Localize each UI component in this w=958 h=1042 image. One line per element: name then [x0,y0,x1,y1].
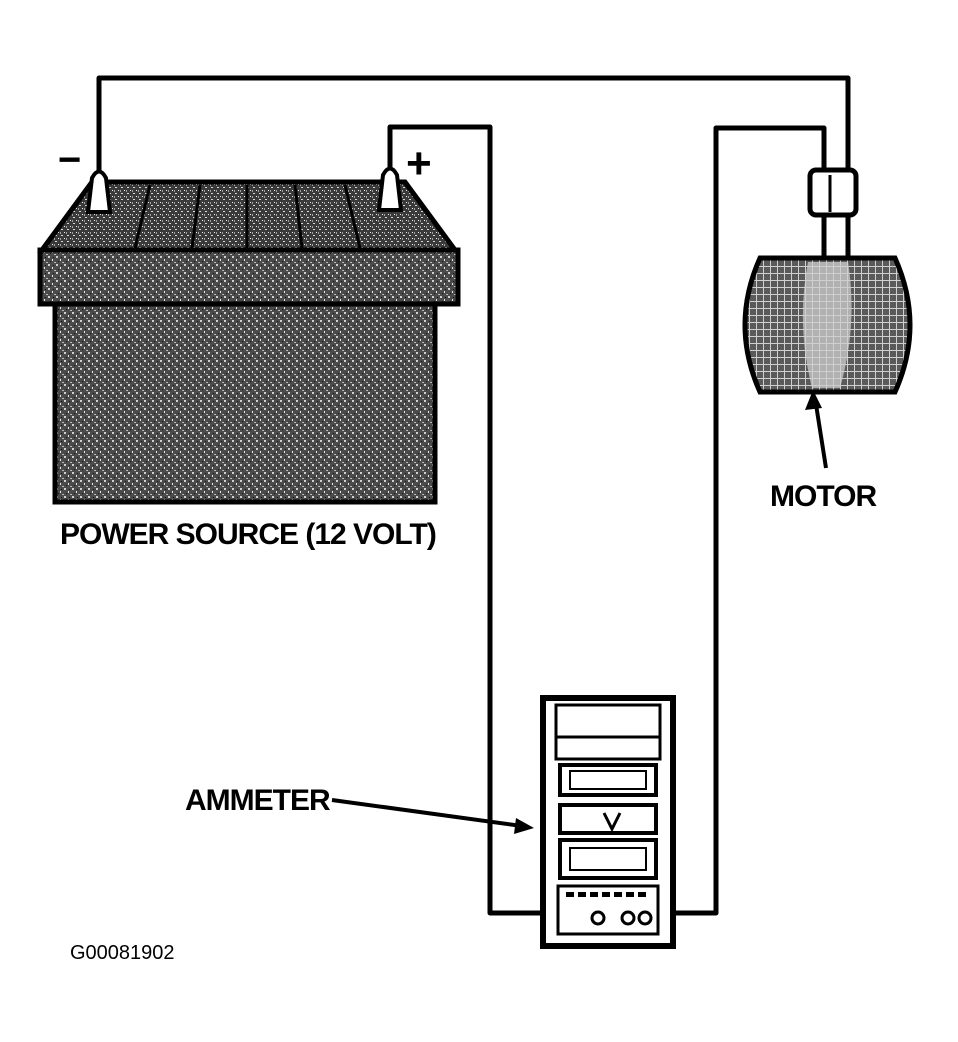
battery-cell-dividers [133,184,362,249]
wire-positive-to-ammeter [387,124,545,916]
motor-pointer-arrowhead [805,390,822,410]
ammeter-jacks [590,910,653,926]
wire-negative-to-motor [96,75,851,178]
ammeter-label: AMMETER [185,784,331,817]
battery [37,166,461,505]
motor-pointer-line [813,397,828,469]
ammeter [331,695,676,949]
battery-positive-post [376,166,404,212]
battery-rim [37,247,461,307]
wires [96,75,851,916]
battery-negative-post [85,169,113,214]
ammeter-pointer-line [331,798,523,828]
ammeter-display-top [558,763,658,797]
ammeter-display-bottom [558,838,658,880]
positive-terminal-sign: + [406,139,432,188]
power-source-label: POWER SOURCE (12 VOLT) [60,518,437,551]
motor-highlight [802,262,852,388]
motor-label: MOTOR [770,480,877,513]
battery-body [52,301,438,505]
figure-id: G00081902 [70,942,175,964]
motor [742,167,913,469]
negative-terminal-sign: − [58,138,82,182]
ammeter-pointer-arrowhead [514,818,534,834]
ammeter-buttons [566,892,646,897]
ammeter-control-panel [556,884,660,936]
motor-connector [807,167,859,218]
wire-motor-to-ammeter [670,125,827,916]
